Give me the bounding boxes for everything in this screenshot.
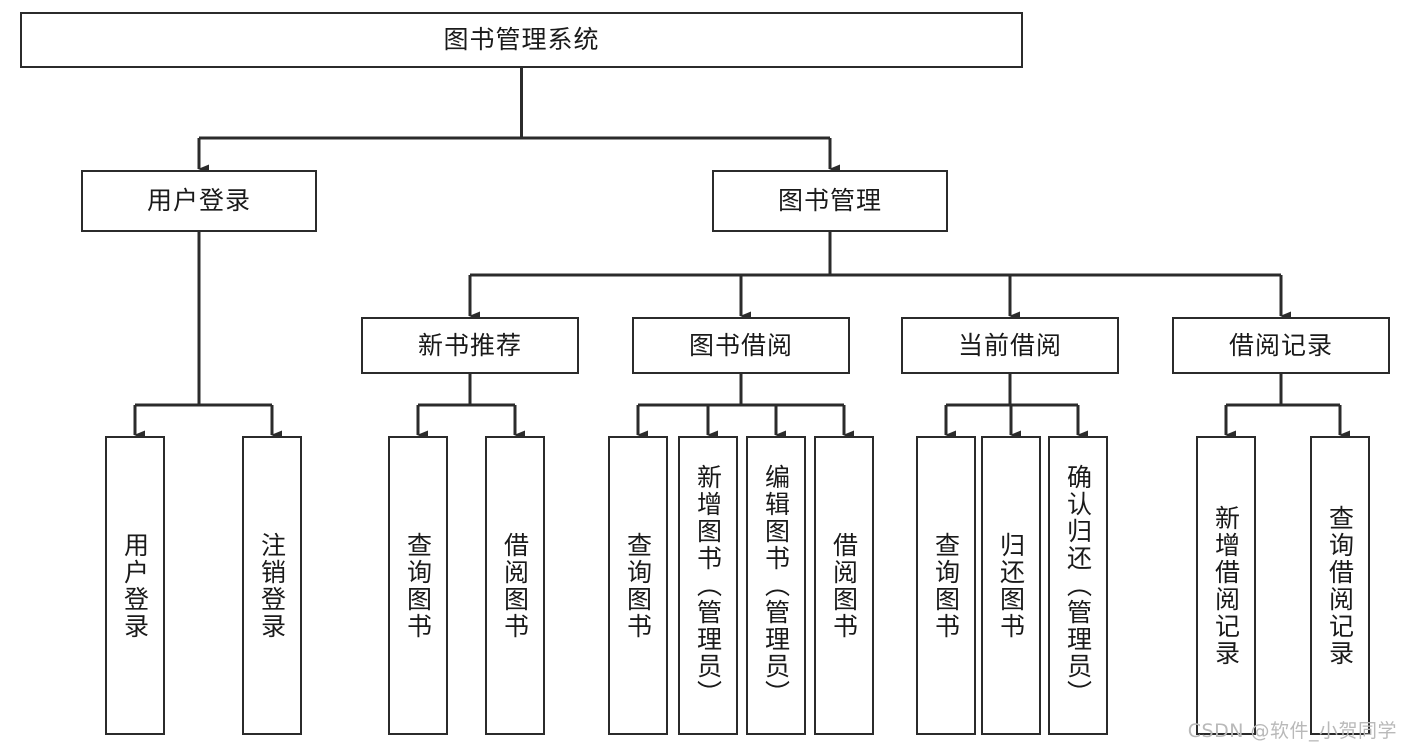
node-label: 借阅图书 xyxy=(829,531,859,640)
node-label: 编辑图书（管理员） xyxy=(761,464,791,707)
node-label: 新增图书（管理员） xyxy=(693,464,723,707)
node-user-login[interactable]: 用户登录 xyxy=(81,170,317,232)
node-root[interactable]: 图书管理系统 xyxy=(20,12,1023,68)
node-label: 借阅记录 xyxy=(1228,330,1333,360)
node-label: 用户登录 xyxy=(120,531,150,640)
node-leaf-8[interactable]: 借阅图书 xyxy=(814,436,874,735)
node-leaf-6[interactable]: 新增图书（管理员） xyxy=(678,436,738,735)
node-leaf-4[interactable]: 借阅图书 xyxy=(485,436,545,735)
node-leaf-2[interactable]: 注销登录 xyxy=(242,436,302,735)
node-label: 确认归还（管理员） xyxy=(1063,464,1093,707)
node-leaf-10[interactable]: 归还图书 xyxy=(981,436,1041,735)
node-label: 图书管理系统 xyxy=(443,25,600,55)
node-label: 查询图书 xyxy=(623,531,653,640)
node-label: 新增借阅记录 xyxy=(1211,504,1241,667)
node-label: 图书管理 xyxy=(777,186,882,216)
node-label: 当前借阅 xyxy=(957,330,1062,360)
node-label: 图书借阅 xyxy=(688,330,793,360)
node-label: 借阅图书 xyxy=(500,531,530,640)
csdn-watermark: CSDN @软件_小贺同学 xyxy=(1187,720,1397,742)
node-leaf-11[interactable]: 确认归还（管理员） xyxy=(1048,436,1108,735)
node-loan-record[interactable]: 借阅记录 xyxy=(1172,317,1390,374)
node-book-manage[interactable]: 图书管理 xyxy=(712,170,948,232)
node-label: 用户登录 xyxy=(146,186,251,216)
node-leaf-7[interactable]: 编辑图书（管理员） xyxy=(746,436,806,735)
node-label: 注销登录 xyxy=(257,531,287,640)
node-leaf-9[interactable]: 查询图书 xyxy=(916,436,976,735)
node-label: 归还图书 xyxy=(996,531,1026,640)
node-leaf-1[interactable]: 用户登录 xyxy=(105,436,165,735)
node-leaf-13[interactable]: 查询借阅记录 xyxy=(1310,436,1370,735)
node-label: 查询借阅记录 xyxy=(1325,504,1355,667)
node-new-book-rec[interactable]: 新书推荐 xyxy=(361,317,579,374)
node-label: 新书推荐 xyxy=(417,330,522,360)
node-leaf-5[interactable]: 查询图书 xyxy=(608,436,668,735)
node-current-loan[interactable]: 当前借阅 xyxy=(901,317,1119,374)
node-book-borrow[interactable]: 图书借阅 xyxy=(632,317,850,374)
node-leaf-12[interactable]: 新增借阅记录 xyxy=(1196,436,1256,735)
node-label: 查询图书 xyxy=(931,531,961,640)
node-label: 查询图书 xyxy=(403,531,433,640)
node-leaf-3[interactable]: 查询图书 xyxy=(388,436,448,735)
